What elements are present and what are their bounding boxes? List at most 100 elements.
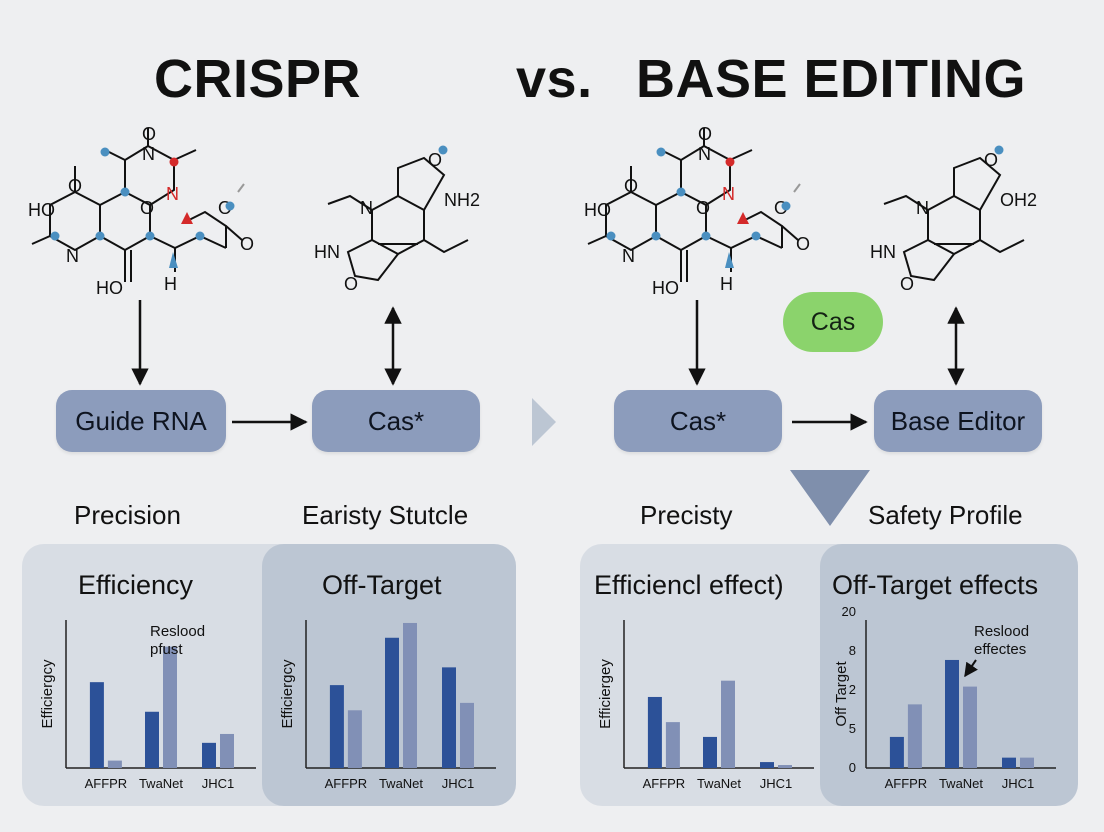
bond <box>793 183 801 193</box>
label-safety-profile: Safety Profile <box>868 500 1023 530</box>
bar-affpr-s2 <box>107 760 122 768</box>
y-tick-label: 5 <box>849 721 856 736</box>
node-guide-rna: Guide RNA <box>56 390 226 452</box>
node-cas-right: Cas* <box>614 390 782 452</box>
label-precision: Precision <box>74 500 181 530</box>
atom-dot <box>120 187 130 197</box>
bar-twanet-s2 <box>721 680 735 768</box>
atom-label: N <box>166 184 179 204</box>
atom-label: NH2 <box>444 190 480 210</box>
y-tick-label: 8 <box>849 643 856 658</box>
y-axis-label: Efficiergcy <box>39 659 56 728</box>
atom-label: O <box>140 198 154 218</box>
annotation-text: pfust <box>150 641 183 658</box>
y-tick-label: 2 <box>849 682 856 697</box>
atom-label: O <box>984 150 998 170</box>
bar-jhc1-s1 <box>442 667 456 768</box>
title-base-editing: BASE EDITING <box>636 49 1027 109</box>
bar-jhc1-s1 <box>202 742 216 768</box>
atom-dot <box>145 231 155 241</box>
bar-twanet-s2 <box>403 622 417 768</box>
bond <box>31 235 51 245</box>
atom-dot <box>606 231 616 241</box>
bond <box>237 183 245 193</box>
bar-twanet-s1 <box>703 736 717 768</box>
bar-jhc1-s2 <box>778 765 792 768</box>
bar-twanet-s2 <box>163 646 177 768</box>
annotation-arrow <box>964 659 978 678</box>
bond <box>883 194 929 211</box>
atom-label: N <box>698 144 711 164</box>
double-bond <box>124 250 132 282</box>
atom-label: N <box>622 246 635 266</box>
title-crispr: CRISPR <box>154 49 362 109</box>
bond <box>173 149 197 161</box>
x-tick-label: TwaNet <box>379 776 423 791</box>
atom-dot <box>225 201 235 211</box>
panel-title-off-target-effects: Off-Target effects <box>832 570 1039 600</box>
bar-twanet-s1 <box>145 711 159 768</box>
wedge-bond <box>181 212 193 224</box>
node-base-editor: Base Editor <box>874 390 1042 452</box>
ring-bond <box>49 190 101 252</box>
annotation-text: effectes <box>974 641 1026 658</box>
atom-label: O <box>796 234 810 254</box>
atom-dot <box>651 231 661 241</box>
atom-label: HN <box>870 242 896 262</box>
annotation-text: Reslood <box>150 623 205 640</box>
atom-label: HN <box>314 242 340 262</box>
bar-affpr-s1 <box>89 682 104 768</box>
y-tick-label: 20 <box>842 604 856 619</box>
panel-title-efficiency-effect: Efficiencl effect) <box>594 570 784 600</box>
x-tick-label: JHC1 <box>442 776 475 791</box>
atom-dot <box>438 145 448 155</box>
atom-dot <box>100 147 110 157</box>
atom-label: HO <box>96 278 123 298</box>
atom-label: HO <box>28 200 55 220</box>
atom-label: O <box>240 234 254 254</box>
atom-label: O <box>900 274 914 294</box>
atom-label: HO <box>652 278 679 298</box>
bar-affpr-s2 <box>665 722 680 768</box>
bond <box>781 225 799 241</box>
bar-jhc1-s1 <box>760 762 774 768</box>
atom-label: N <box>66 246 79 266</box>
bar-affpr-s2 <box>347 710 362 768</box>
bar-affpr-s1 <box>889 736 904 768</box>
x-tick-label: AFFPR <box>885 776 928 791</box>
x-tick-label: TwaNet <box>139 776 183 791</box>
x-tick-label: AFFPR <box>85 776 128 791</box>
wedge-bond <box>737 212 749 224</box>
atom-dot <box>656 147 666 157</box>
atom-dot <box>169 157 179 167</box>
bond <box>423 239 469 254</box>
bond <box>327 194 373 211</box>
node-cas-left: Cas* <box>312 390 480 452</box>
wedge-bond <box>725 252 734 268</box>
y-axis-label: Off Target <box>833 661 850 727</box>
bond <box>979 239 1025 254</box>
bar-affpr-s2 <box>907 704 922 768</box>
atom-dot <box>50 231 60 241</box>
bond <box>587 235 607 245</box>
x-tick-label: JHC1 <box>202 776 235 791</box>
atom-label: O <box>428 150 442 170</box>
atom-label: N <box>360 198 373 218</box>
ring-bond <box>953 156 1002 211</box>
wedge-bond <box>169 252 178 268</box>
bar-twanet-s2 <box>963 686 977 768</box>
bond <box>184 210 227 248</box>
atom-label: O <box>142 124 156 144</box>
x-tick-label: AFFPR <box>325 776 368 791</box>
ring-bond <box>124 144 175 206</box>
double-bond <box>680 250 688 282</box>
bond <box>149 234 227 250</box>
bar-twanet-s1 <box>385 637 399 768</box>
bar-jhc1-s2 <box>1020 757 1034 768</box>
bar-jhc1-s2 <box>220 733 234 768</box>
